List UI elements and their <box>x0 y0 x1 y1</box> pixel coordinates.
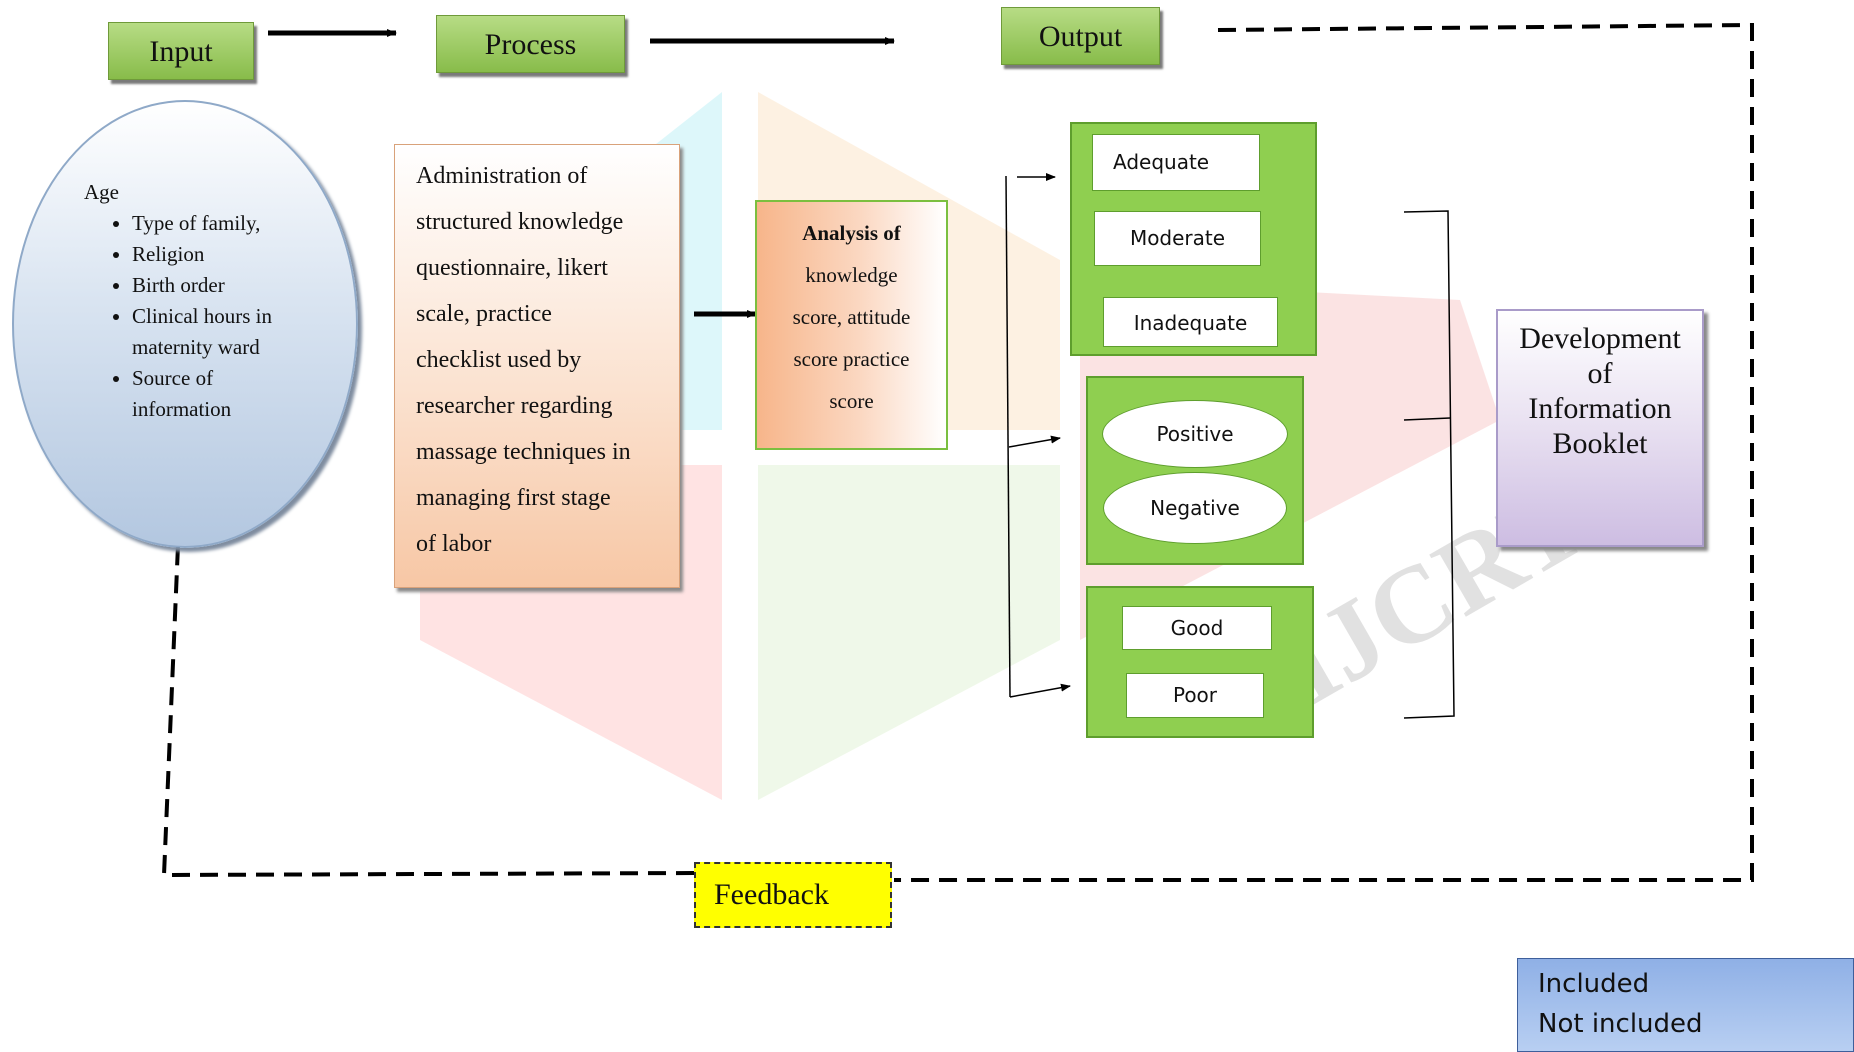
analysis-box: Analysis of knowledge score, attitude sc… <box>755 200 948 450</box>
development-box: Development of Information Booklet <box>1496 309 1704 547</box>
legend-not-included: Not included <box>1538 1009 1703 1039</box>
process-line: structured knowledge <box>416 209 624 235</box>
development-line: of <box>1587 357 1613 390</box>
legend-included: Included <box>1538 969 1650 999</box>
input-ellipse <box>12 100 358 548</box>
level-inadequate: Inadequate <box>1103 297 1278 347</box>
analysis-line: score, attitude <box>792 305 911 329</box>
process-line: checklist used by <box>416 347 582 373</box>
level-moderate: Moderate <box>1094 211 1261 266</box>
input-item: Religion <box>132 239 304 270</box>
process-line: managing first stage <box>416 485 611 511</box>
development-line: Information <box>1528 392 1672 425</box>
header-output: Output <box>1001 7 1160 65</box>
process-line: questionnaire, likert <box>416 255 608 281</box>
header-process: Process <box>436 15 625 73</box>
development-line: Development <box>1519 322 1681 355</box>
level-adequate: Adequate <box>1092 134 1260 191</box>
input-item: Type of family, <box>132 208 304 239</box>
feedback-loop-right <box>894 22 1754 882</box>
arrow-to-attitude <box>1008 435 1061 448</box>
input-item: Clinical hours in maternity ward <box>132 301 304 363</box>
input-item: Birth order <box>132 270 304 301</box>
input-list: Age Type of family, Religion Birth order… <box>84 176 304 425</box>
arrow-to-practice <box>1009 683 1071 698</box>
attitude-negative: Negative <box>1103 472 1287 544</box>
analysis-title: Analysis of <box>802 221 901 245</box>
feedback-loop-left <box>161 544 695 878</box>
input-item-age: Age <box>84 180 119 204</box>
practice-good: Good <box>1122 606 1272 650</box>
legend-box: Included Not included <box>1517 958 1854 1052</box>
process-line: Administration of <box>416 163 588 189</box>
header-input: Input <box>108 22 254 80</box>
process-line: massage techniques in <box>416 439 631 465</box>
practice-poor: Poor <box>1126 673 1264 718</box>
process-box: Administration of structured knowledge q… <box>394 144 680 588</box>
analysis-line: knowledge <box>805 263 898 287</box>
process-line: researcher regarding <box>416 393 613 419</box>
feedback-box: Feedback <box>694 862 892 928</box>
attitude-positive: Positive <box>1102 400 1288 468</box>
right-bracket <box>1403 210 1455 719</box>
input-item: Source of information <box>132 363 304 425</box>
analysis-line: score <box>829 389 874 413</box>
process-line: of labor <box>416 531 492 557</box>
analysis-line: score practice <box>793 347 910 371</box>
development-line: Booklet <box>1552 427 1648 460</box>
process-line: scale, practice <box>416 301 552 327</box>
